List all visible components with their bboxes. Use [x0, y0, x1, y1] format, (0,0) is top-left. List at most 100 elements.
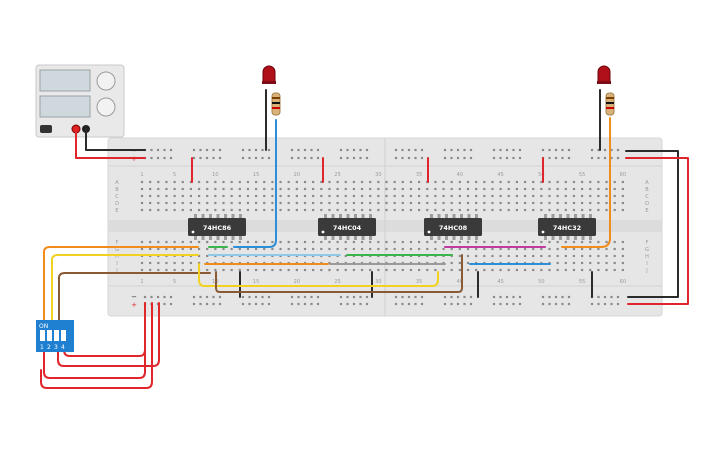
hole[interactable] [263, 268, 266, 272]
hole[interactable] [263, 247, 266, 251]
hole[interactable] [401, 240, 404, 244]
hole[interactable] [255, 208, 258, 212]
hole[interactable] [564, 201, 567, 205]
hole[interactable] [532, 254, 535, 258]
hole[interactable] [564, 180, 567, 184]
hole[interactable] [336, 208, 339, 212]
hole[interactable] [581, 180, 584, 184]
hole[interactable] [173, 240, 176, 244]
hole[interactable] [255, 180, 258, 184]
resistor-right[interactable] [605, 92, 615, 116]
rail-hole[interactable] [261, 302, 264, 306]
hole[interactable] [255, 240, 258, 244]
hole[interactable] [523, 180, 527, 184]
rail-hole[interactable] [150, 156, 153, 160]
hole[interactable] [230, 247, 233, 251]
hole[interactable] [523, 247, 527, 251]
rail-hole[interactable] [192, 295, 196, 299]
hole[interactable] [523, 187, 527, 191]
hole[interactable] [409, 268, 413, 272]
hole[interactable] [409, 240, 413, 244]
hole[interactable] [597, 240, 600, 244]
hole[interactable] [157, 201, 160, 205]
hole[interactable] [279, 180, 282, 184]
rail-hole[interactable] [443, 295, 447, 299]
wire-orange-led-right[interactable] [561, 117, 611, 248]
hole[interactable] [287, 240, 290, 244]
hole[interactable] [597, 247, 600, 251]
rail-hole[interactable] [199, 295, 202, 299]
hole[interactable] [336, 240, 339, 244]
hole[interactable] [589, 254, 592, 258]
hole[interactable] [263, 187, 266, 191]
rail-hole[interactable] [499, 148, 502, 152]
hole[interactable] [613, 208, 616, 212]
hole[interactable] [491, 247, 494, 251]
hole[interactable] [165, 247, 168, 251]
hole[interactable] [532, 180, 535, 184]
hole[interactable] [475, 268, 478, 272]
hole[interactable] [434, 194, 437, 198]
rail-hole[interactable] [359, 148, 362, 152]
rail-hole[interactable] [505, 302, 509, 306]
hole[interactable] [475, 240, 478, 244]
hole[interactable] [173, 180, 176, 184]
hole[interactable] [181, 247, 184, 251]
rail-hole[interactable] [499, 295, 502, 299]
hole[interactable] [458, 247, 461, 251]
hole[interactable] [360, 194, 364, 198]
rail-hole[interactable] [163, 302, 166, 306]
hole[interactable] [369, 240, 372, 244]
hole[interactable] [548, 187, 551, 191]
rail-hole[interactable] [346, 302, 349, 306]
hole[interactable] [377, 240, 380, 244]
rail-hole[interactable] [192, 148, 196, 152]
rail-hole[interactable] [205, 148, 209, 152]
rail-hole[interactable] [463, 148, 466, 152]
hole[interactable] [303, 208, 307, 212]
hole[interactable] [377, 201, 380, 205]
hole[interactable] [401, 187, 404, 191]
current-knob[interactable] [96, 97, 116, 117]
hole[interactable] [206, 240, 209, 244]
hole[interactable] [263, 208, 266, 212]
hole[interactable] [605, 254, 608, 258]
hole[interactable] [450, 208, 453, 212]
hole[interactable] [515, 208, 518, 212]
hole[interactable] [499, 187, 502, 191]
hole[interactable] [352, 180, 355, 184]
hole[interactable] [360, 247, 364, 251]
rail-hole[interactable] [248, 156, 251, 160]
hole[interactable] [336, 268, 339, 272]
rail-hole[interactable] [407, 156, 411, 160]
hole[interactable] [312, 201, 315, 205]
rail-hole[interactable] [316, 295, 320, 299]
hole[interactable] [295, 194, 298, 198]
hole[interactable] [140, 194, 144, 198]
rail-hole[interactable] [156, 148, 160, 152]
hole[interactable] [230, 268, 233, 272]
hole[interactable] [214, 180, 217, 184]
rail-hole[interactable] [499, 156, 502, 160]
hole[interactable] [491, 240, 494, 244]
hole[interactable] [287, 194, 290, 198]
hole[interactable] [540, 208, 543, 212]
hole[interactable] [409, 208, 413, 212]
hole[interactable] [572, 268, 576, 272]
hole[interactable] [222, 268, 225, 272]
hole[interactable] [507, 240, 510, 244]
hole[interactable] [507, 208, 510, 212]
hole[interactable] [328, 240, 331, 244]
hole[interactable] [385, 194, 388, 198]
hole[interactable] [613, 261, 616, 265]
hole[interactable] [418, 201, 421, 205]
hole[interactable] [597, 194, 600, 198]
hole[interactable] [271, 240, 274, 244]
hole[interactable] [475, 194, 478, 198]
hole[interactable] [418, 240, 421, 244]
hole[interactable] [548, 180, 551, 184]
hole[interactable] [140, 180, 144, 184]
rail-hole[interactable] [290, 156, 294, 160]
rail-hole[interactable] [267, 302, 271, 306]
hole[interactable] [434, 247, 437, 251]
